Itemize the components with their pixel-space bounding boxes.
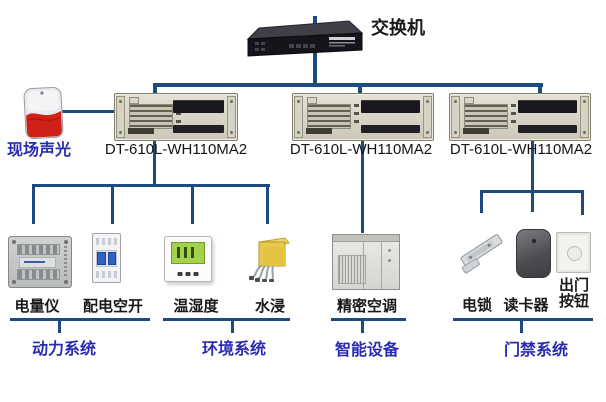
bracket-access-tick	[520, 320, 523, 333]
water-leak-sensor-device	[247, 232, 291, 287]
electric-lock-label: 电锁	[461, 297, 493, 314]
server-1	[114, 93, 238, 141]
switch-label: 交换机	[371, 18, 425, 38]
link-top-bus	[153, 83, 543, 87]
server-2	[292, 93, 434, 141]
server-1-label: DT-610L-WH110MA2	[104, 141, 248, 158]
siren-device	[20, 85, 66, 141]
link-drop-server2	[358, 85, 362, 96]
link-drop-breaker	[111, 186, 114, 224]
bracket-smart-equipment	[331, 318, 406, 321]
server-3	[449, 93, 591, 141]
link-server1-down	[153, 138, 156, 186]
link-server3-down	[531, 138, 534, 212]
link-drop-temphum	[191, 186, 194, 224]
link-drop-meter	[32, 186, 35, 224]
group-smart-equipment-label: 智能设备	[334, 342, 400, 359]
electric-lock-device	[455, 228, 509, 279]
siren-label: 现场声光	[7, 142, 72, 159]
link-server2-ac	[361, 138, 364, 233]
bracket-environment-tick	[231, 320, 234, 333]
water-leak-label: 水浸	[254, 298, 286, 315]
temp-humidity-label: 温湿度	[173, 298, 219, 315]
bracket-smart-tick	[361, 320, 364, 333]
circuit-breaker-label: 配电空开	[82, 298, 144, 315]
link-group1-bus	[32, 184, 270, 187]
bracket-access-system	[453, 318, 593, 321]
link-drop-server3	[538, 85, 542, 96]
network-switch-device	[243, 18, 365, 60]
group-environment-system-label: 环境系统	[201, 341, 267, 358]
server-2-label: DT-610L-WH110MA2	[289, 141, 433, 158]
link-drop-server1	[153, 85, 157, 96]
exit-button-label: 出门按钮	[558, 277, 589, 310]
power-meter-label: 电量仪	[14, 298, 60, 315]
link-group4-bus	[480, 190, 584, 193]
link-drop-waterleak	[266, 186, 269, 224]
temp-humidity-sensor-device	[164, 236, 212, 282]
bracket-environment-system	[163, 318, 290, 321]
bracket-power-system	[10, 318, 150, 321]
link-siren-server1	[60, 110, 118, 113]
link-drop-exitbutton	[581, 192, 584, 215]
card-reader-device	[516, 229, 551, 278]
circuit-breaker-device	[92, 233, 121, 283]
precision-ac-label: 精密空调	[336, 298, 398, 315]
exit-button-device	[556, 232, 591, 273]
precision-ac-device	[332, 234, 400, 290]
power-meter-device	[8, 236, 72, 288]
card-reader-label: 读卡器	[503, 297, 549, 314]
link-drop-lock	[480, 192, 483, 213]
bracket-power-tick	[58, 320, 61, 333]
group-power-system-label: 动力系统	[31, 341, 97, 358]
server-3-label: DT-610L-WH110MA2	[449, 141, 593, 158]
group-access-system-label: 门禁系统	[503, 342, 569, 359]
